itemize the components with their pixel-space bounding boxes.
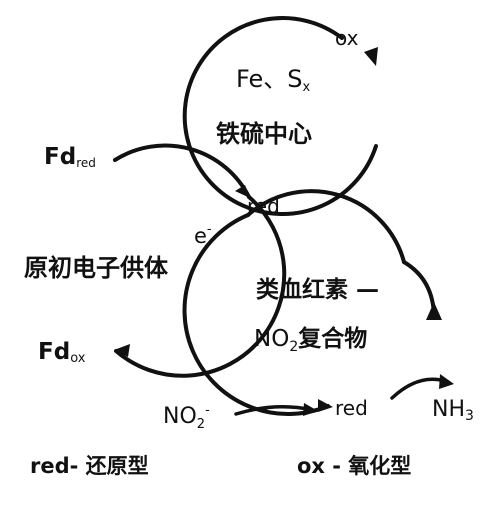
ammonia-output-arrowhead	[439, 374, 454, 389]
fd-ox-arrowhead	[114, 344, 130, 357]
fe-s-cycle: ox Fe、Sx 铁硫中心 red	[182, 16, 378, 218]
siroheme-ring-lower	[182, 213, 330, 417]
fe-s-cycle-arrowhead	[364, 47, 378, 66]
fe-s-cycle-ring	[182, 16, 378, 217]
siroheme-ring-right	[402, 260, 436, 320]
siroheme-cycle: 类血红素 — NO2复合物 red	[182, 189, 442, 420]
fe-s-ox-label: ox	[335, 26, 359, 50]
legend-oxidized: ox - 氧化型	[297, 454, 411, 478]
siroheme-red-label: red	[335, 396, 368, 420]
siroheme-line2: NO2复合物	[254, 325, 367, 355]
siroheme-red-arrowhead	[318, 399, 333, 412]
fd-oxidized-label: Fdox	[38, 339, 86, 366]
fe-s-center-name: 铁硫中心	[216, 120, 312, 148]
primary-donor-name: 原初电子供体	[24, 254, 169, 282]
primary-donor-ring	[113, 143, 251, 199]
primary-donor-ring-lower	[114, 195, 287, 378]
ammonia-label: NH3	[432, 397, 474, 424]
siroheme-arrowhead	[426, 302, 442, 320]
primary-donor-arrowhead	[235, 185, 250, 198]
primary-donor-cycle: e- 原初电子供体	[24, 143, 287, 378]
legend-reduced: red- 还原型	[30, 454, 149, 478]
siroheme-ring	[246, 189, 406, 264]
fe-s-formula: Fe、Sx	[236, 65, 311, 95]
nitrite-label: NO2-	[163, 403, 210, 432]
siroheme-line1: 类血红素 —	[256, 276, 379, 303]
fd-reduced-label: Fdred	[44, 144, 96, 170]
electron-label: e-	[194, 222, 212, 248]
nitrite-input-arrowhead	[303, 403, 318, 416]
